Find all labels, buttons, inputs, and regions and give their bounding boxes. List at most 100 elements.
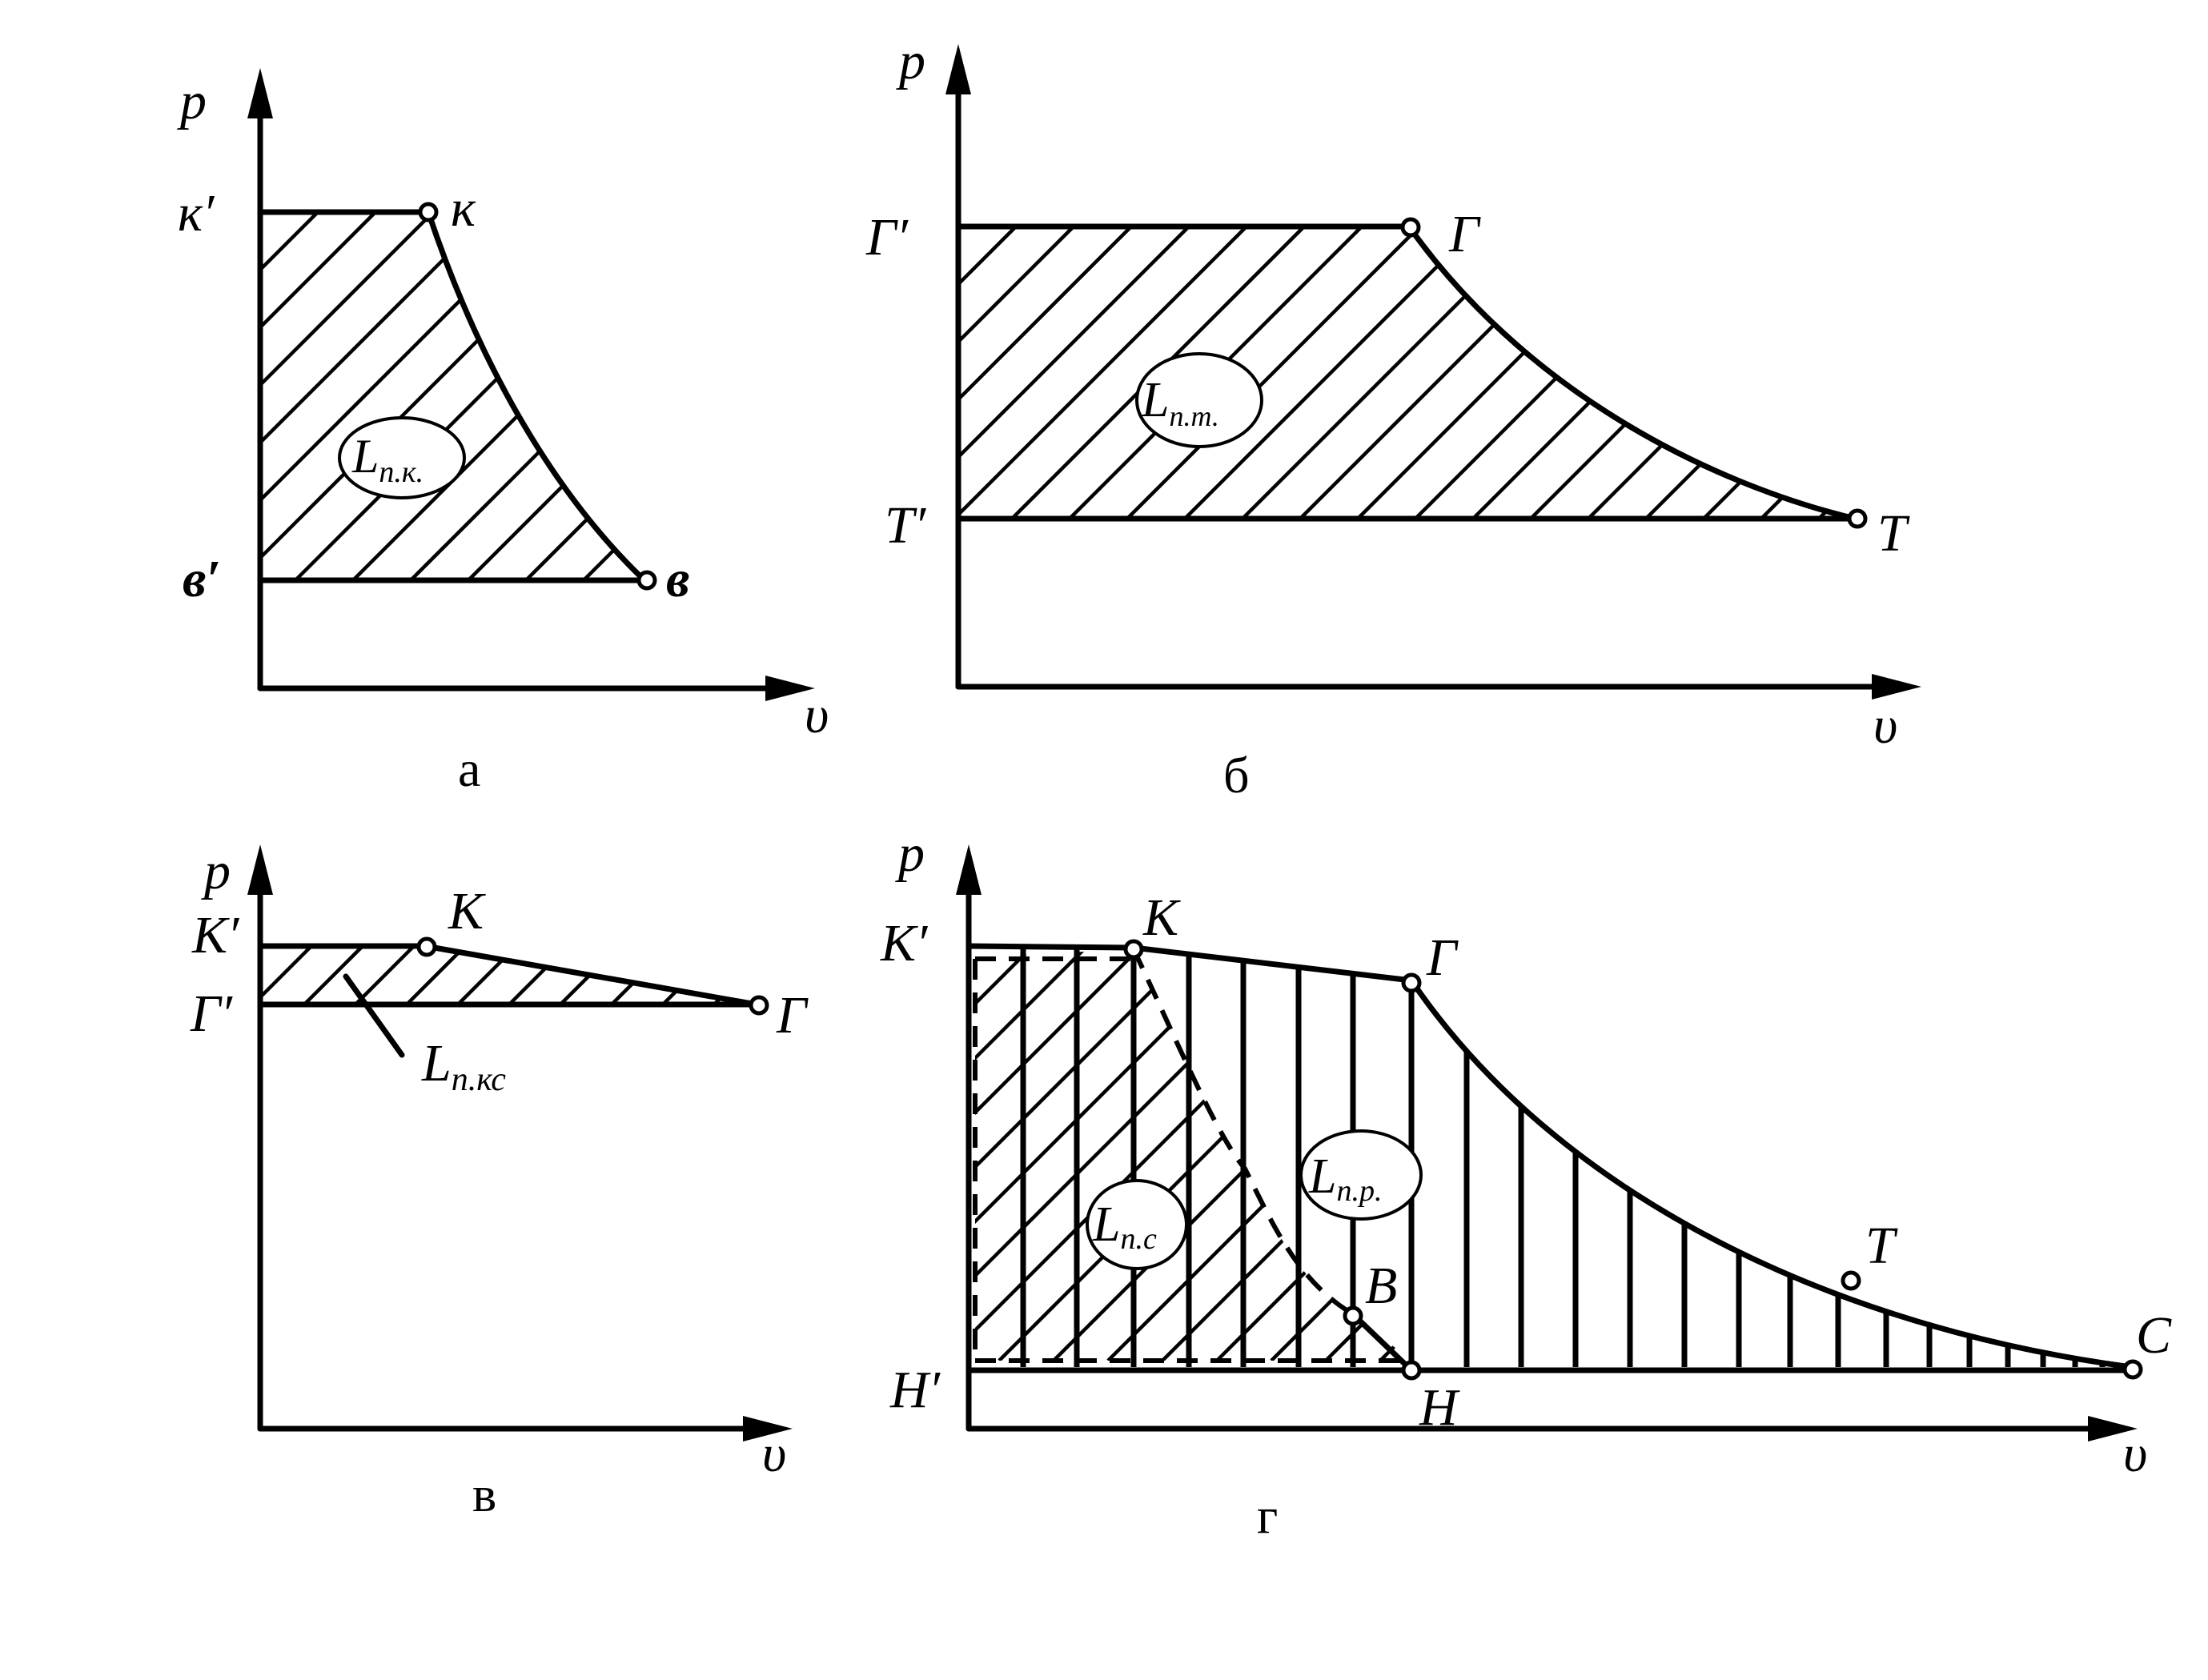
panel-a-point-k [418, 202, 439, 223]
panel-v-hatching [260, 946, 757, 1004]
panel-a-hatch-line [260, 212, 435, 580]
panel-g-x-label: υ [2123, 1425, 2147, 1483]
panel-b-y-arrow [945, 44, 971, 94]
panel-v-hatch-line [508, 946, 569, 1004]
panel-g-label-g: Г [1426, 928, 1459, 987]
panel-g-point-b [1343, 1305, 1363, 1326]
panel-a-y-arrow [247, 68, 273, 118]
panel-a-label-k: к [451, 179, 476, 238]
panel-b-area-label: Lп.т. [1141, 373, 1219, 432]
panel-v-leader-line [343, 973, 405, 1058]
panel-v-hatch-line [303, 946, 364, 1004]
panel-b-caption: б [1223, 747, 1250, 804]
panel-g-caption: г [1257, 1487, 1278, 1544]
panel-b-hatch-line [958, 227, 1133, 519]
panel-b-hatch-line [1702, 227, 1855, 519]
panel-g-hatch-line [1761, 949, 2173, 1361]
panel-g-label-k-prime: К′ [880, 914, 929, 972]
panel-g-hatch-line [975, 949, 1249, 1361]
panel-g-hatch-line [975, 949, 1140, 1361]
panel-a-label-v-prime: в′ [183, 550, 221, 608]
panel-a-hatch-line [260, 212, 262, 580]
panel-v-label-g: Г [776, 986, 809, 1044]
panel-b-hatch-line [2049, 227, 2208, 519]
panel-g: Lп.р. Lп.с p υ К′ К Г Т С В Н Н′ г [880, 824, 2208, 1544]
panel-a-hatch-line [260, 212, 550, 580]
panel-a-y-label: p [177, 72, 207, 130]
panel-a-x-label: υ [805, 686, 829, 744]
panel-g-label-b: В [1365, 1257, 1397, 1315]
panel-a-curve-k-v [425, 209, 648, 583]
panel-b-hatch-line [1356, 227, 1652, 519]
panel-a-hatch-line [260, 212, 492, 580]
panel-v-label-k-prime: К′ [191, 906, 240, 964]
panel-v-line-k-g [422, 943, 760, 1008]
panel-b-hatch-line [1934, 227, 2208, 519]
panel-b-hatch-line [1529, 227, 1825, 519]
panel-v-x-label: υ [762, 1425, 786, 1483]
panel-a-hatch-line [351, 212, 644, 580]
panel-g-hatch-line [975, 949, 1194, 1361]
panel-a-x-arrow [765, 676, 815, 701]
panel-b-hatch-line [958, 227, 960, 519]
panel-a-hatch-line [260, 212, 319, 580]
panel-g-hatch-line [1598, 949, 2009, 1361]
panel-g-y-arrow [956, 844, 982, 895]
panel-g-dashed-curve-k-b [1131, 948, 1355, 1317]
panel-v-hatch-line [405, 946, 467, 1004]
panel-a-hatch-line [640, 212, 644, 580]
panel-a-hatch-line [260, 212, 608, 580]
panel-a-point-v [636, 570, 657, 591]
panel-b-curve-g-t [1406, 223, 1858, 522]
panel-g-hatch-line [1707, 949, 2118, 1361]
panel-a-hatch-line [757, 212, 1125, 580]
panel-v-label-g-prime: Г′ [190, 984, 234, 1043]
panel-g-line-b-n [1350, 1311, 1415, 1373]
panel-v-hatch-line [610, 946, 672, 1004]
panel-g-label-n-prime: Н′ [889, 1361, 941, 1419]
panel-g-hatch-line [1816, 949, 2208, 1361]
panel-b-hatch-line [1817, 227, 1855, 519]
panel-g-hatch-line [975, 949, 1303, 1361]
panel-g-hatch-line [1435, 949, 1846, 1361]
panel-v-label-k: К [448, 882, 486, 940]
panel-b-x-arrow [1872, 674, 1921, 700]
panel-a-hatch-line [260, 212, 377, 580]
panel-b-hatch-line [1587, 227, 1855, 519]
panel-g-hatch-line [1544, 949, 1955, 1361]
panel-g-area-pc-bubble [1086, 1179, 1188, 1270]
panel-b-label-g-prime: Г′ [865, 208, 909, 267]
panel-g-label-t: Т [1865, 1217, 1898, 1275]
panel-b-hatch-line [958, 227, 1018, 519]
panel-v-point-g [749, 995, 769, 1016]
panel-v-caption: в [472, 1465, 496, 1522]
panel-v-x-arrow [743, 1416, 793, 1441]
panel-v-y-arrow [247, 844, 273, 895]
panel-b-x-label: υ [1873, 696, 1897, 755]
panel-a-label-k-prime: к′ [178, 184, 215, 243]
panel-b-hatch-line [1644, 227, 1855, 519]
panel-g-hatch-line [1652, 949, 2064, 1361]
panel-v-y-label: p [201, 842, 231, 900]
panel-g-point-k [1123, 939, 1144, 960]
panel-v-point-k [416, 936, 437, 957]
panel-v-hatch-line [354, 946, 416, 1004]
panel-b-hatch-line [2107, 227, 2208, 519]
panel-a-hatch-line [814, 212, 1182, 580]
panel-g-point-t [1841, 1270, 1861, 1291]
panel-g-hatch-line [975, 949, 977, 1361]
panel-b-point-g [1400, 217, 1421, 238]
panel-b-hatching [958, 227, 2208, 519]
panel-g-line-k-g [1130, 944, 1415, 984]
panel-v: Lп.кс p υ К′ К Г′ Г в [190, 842, 809, 1522]
panel-b-hatch-line [1992, 227, 2208, 519]
panel-b-hatch-line [958, 227, 1075, 519]
panel-a-area-label: Lп.к. [351, 430, 424, 489]
panel-a-hatch-line [294, 212, 644, 580]
panel-a-area-bubble [338, 416, 466, 499]
panel-g-area-pc-label: Lп.с [1092, 1197, 1157, 1256]
panel-a-label-v: в [666, 550, 690, 608]
panel-a-hatch-line [699, 212, 1067, 580]
panel-b-hatch-line [1877, 227, 2169, 519]
